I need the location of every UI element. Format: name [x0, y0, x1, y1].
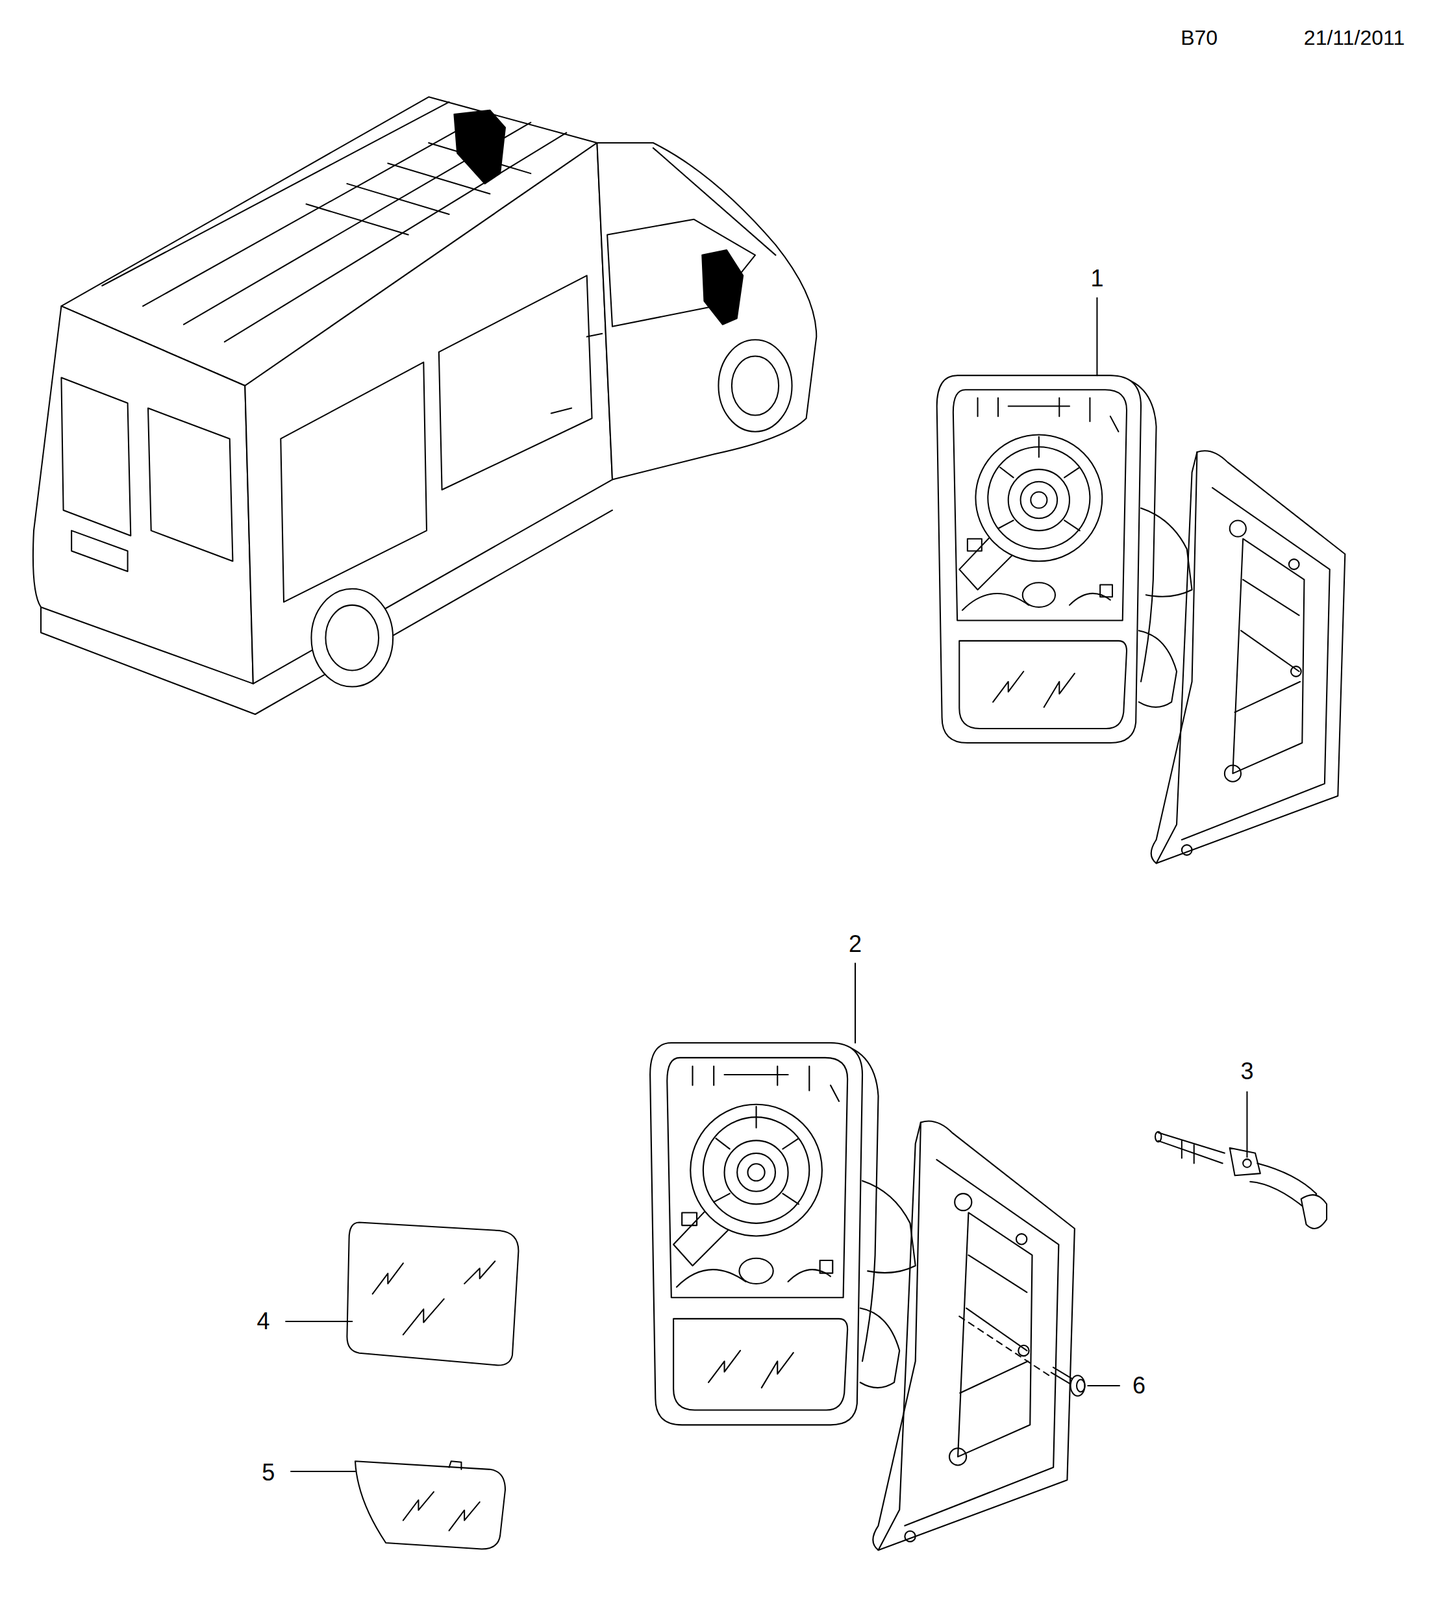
mirror-glass [346, 1222, 519, 1366]
callout-number: 2 [846, 931, 864, 957]
callout-number: 6 [1130, 1373, 1148, 1399]
sheet-code: B70 [1178, 26, 1220, 49]
leader-line [285, 298, 1247, 1472]
cable-part [1155, 1131, 1327, 1229]
callout-number: 1 [1088, 266, 1106, 291]
date-stamp: 21/11/2011 [1301, 26, 1407, 49]
callout-number: 4 [254, 1309, 272, 1334]
callout-number: 3 [1238, 1059, 1256, 1084]
mirror-assembly [937, 375, 1346, 864]
van-outline [33, 96, 817, 715]
mirror-glass-lower [355, 1461, 506, 1549]
mirror-assembly [650, 1042, 1075, 1551]
callout-number: 5 [259, 1460, 277, 1486]
screw [959, 1316, 1085, 1397]
